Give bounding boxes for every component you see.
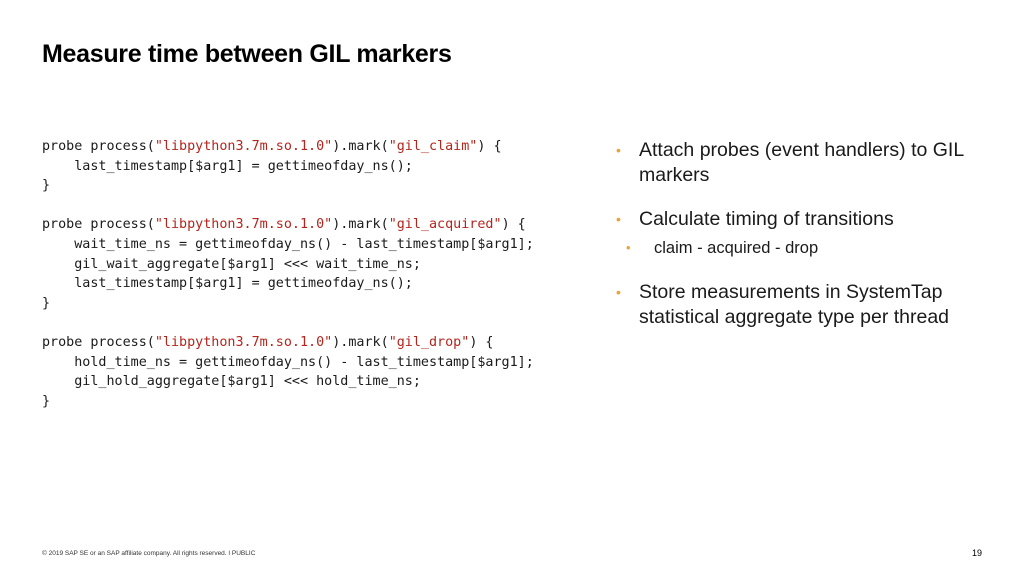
code-line: last_timestamp[$arg1] = gettimeofday_ns(… bbox=[42, 276, 413, 292]
bullet-list: • Attach probes (event handlers) to GIL … bbox=[616, 138, 1006, 330]
code-block: probe process("libpython3.7m.so.1.0").ma… bbox=[42, 137, 534, 411]
bullet-text: Attach probes (event handlers) to GIL ma… bbox=[639, 139, 964, 186]
code-text: ).mark( bbox=[332, 217, 389, 233]
code-line bbox=[42, 313, 534, 333]
code-string: "gil_acquired" bbox=[388, 217, 502, 233]
code-line: probe process("libpython3.7m.so.1.0").ma… bbox=[42, 333, 534, 353]
code-line: gil_hold_aggregate[$arg1] <<< hold_time_… bbox=[42, 374, 421, 390]
code-text: probe process( bbox=[42, 217, 155, 233]
sub-bullet-item: • claim - acquired - drop bbox=[616, 238, 1006, 258]
code-line bbox=[42, 196, 534, 216]
footer-copyright: © 2019 SAP SE or an SAP affiliate compan… bbox=[42, 550, 256, 557]
code-text: ) { bbox=[477, 139, 502, 154]
code-string: "libpython3.7m.so.1.0" bbox=[154, 139, 333, 154]
code-text: ) { bbox=[469, 334, 494, 350]
bullet-dot-icon: • bbox=[626, 240, 631, 255]
bullet-dot-icon: • bbox=[616, 211, 621, 227]
code-line: probe process("libpython3.7m.so.1.0").ma… bbox=[42, 215, 534, 235]
bullet-text: Store measurements in SystemTap statisti… bbox=[639, 281, 950, 328]
bullet-text: Calculate timing of transitions bbox=[639, 208, 894, 230]
code-line: hold_time_ns = gettimeofday_ns() - last_… bbox=[42, 354, 534, 370]
bullet-item: • Attach probes (event handlers) to GIL … bbox=[616, 138, 1006, 188]
code-line: } bbox=[42, 393, 51, 409]
sub-bullet-text: claim - acquired - drop bbox=[654, 239, 819, 257]
code-line: } bbox=[42, 178, 51, 194]
code-string: "gil_drop" bbox=[388, 334, 470, 350]
bullet-dot-icon: • bbox=[616, 284, 621, 300]
code-line: last_timestamp[$arg1] = gettimeofday_ns(… bbox=[42, 158, 413, 174]
code-text: ).mark( bbox=[332, 334, 389, 350]
bullet-dot-icon: • bbox=[616, 142, 621, 158]
code-string: "gil_claim" bbox=[388, 139, 478, 154]
code-string: "libpython3.7m.so.1.0" bbox=[154, 217, 333, 233]
code-line: gil_wait_aggregate[$arg1] <<< wait_time_… bbox=[42, 256, 421, 272]
code-text: probe process( bbox=[42, 334, 155, 350]
code-text: probe process( bbox=[42, 139, 155, 154]
bullet-item: • Calculate timing of transitions bbox=[616, 207, 1006, 232]
slide-title: Measure time between GIL markers bbox=[42, 40, 452, 68]
bullet-item: • Store measurements in SystemTap statis… bbox=[616, 280, 1006, 330]
code-line: } bbox=[42, 295, 51, 311]
code-string: "libpython3.7m.so.1.0" bbox=[154, 334, 333, 350]
code-line: wait_time_ns = gettimeofday_ns() - last_… bbox=[42, 236, 534, 252]
code-text: ) { bbox=[501, 217, 526, 233]
code-line: probe process("libpython3.7m.so.1.0").ma… bbox=[42, 137, 534, 157]
code-text: ).mark( bbox=[332, 139, 389, 154]
page-number: 19 bbox=[971, 548, 982, 558]
